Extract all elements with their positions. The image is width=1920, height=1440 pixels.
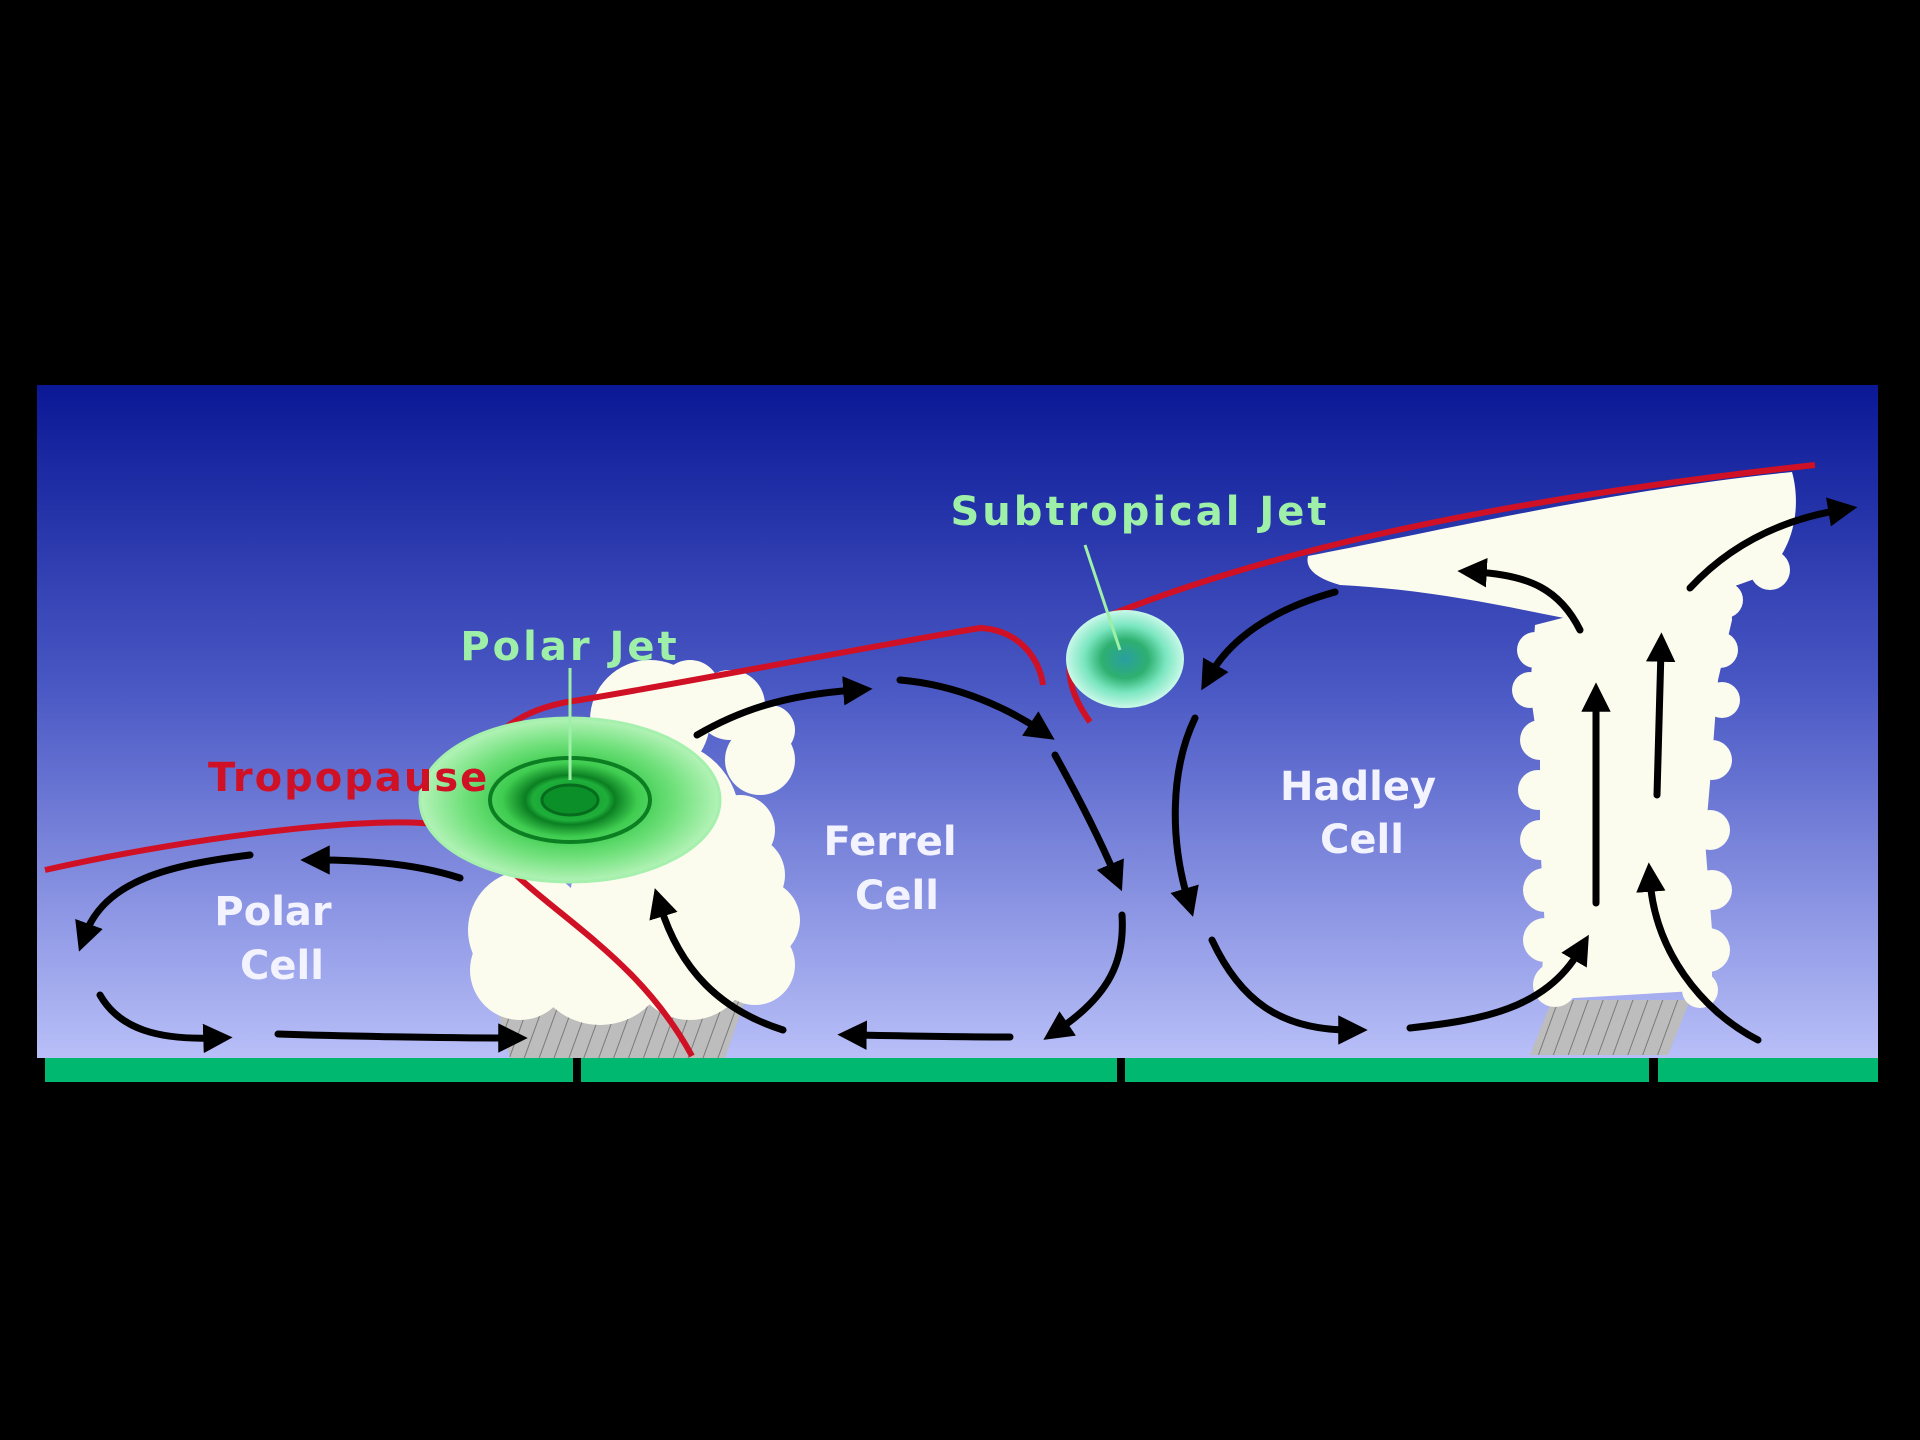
hadley-cell-label: Hadley Cell [1280, 764, 1450, 863]
circulation-arrows [75, 497, 1858, 1054]
hadley-cell-label-line1: Hadley [1280, 764, 1436, 810]
polar-cell-label-line2: Cell [240, 943, 324, 989]
ferrel-cell-label-line2: Cell [855, 873, 939, 919]
subtropical-jet-core [1066, 610, 1184, 708]
itcz-cloud-tower [1307, 472, 1796, 1008]
polar-jet-label: Polar Jet [460, 624, 679, 670]
hadley-cell-label-line2: Cell [1320, 817, 1404, 863]
polar-cell-label: Polar Cell [214, 889, 345, 989]
tropopause-label: Tropopause [208, 755, 489, 801]
ground-strip [45, 1058, 1878, 1082]
ferrel-cell-label: Ferrel Cell [823, 819, 970, 919]
ferrel-cell-label-line1: Ferrel [823, 819, 956, 865]
subtropical-jet-pointer [1083, 544, 1122, 651]
polar-cell-label-line1: Polar [214, 889, 332, 935]
itcz-rain [1530, 1000, 1690, 1055]
subtropical-jet-label: Subtropical Jet [950, 489, 1329, 535]
